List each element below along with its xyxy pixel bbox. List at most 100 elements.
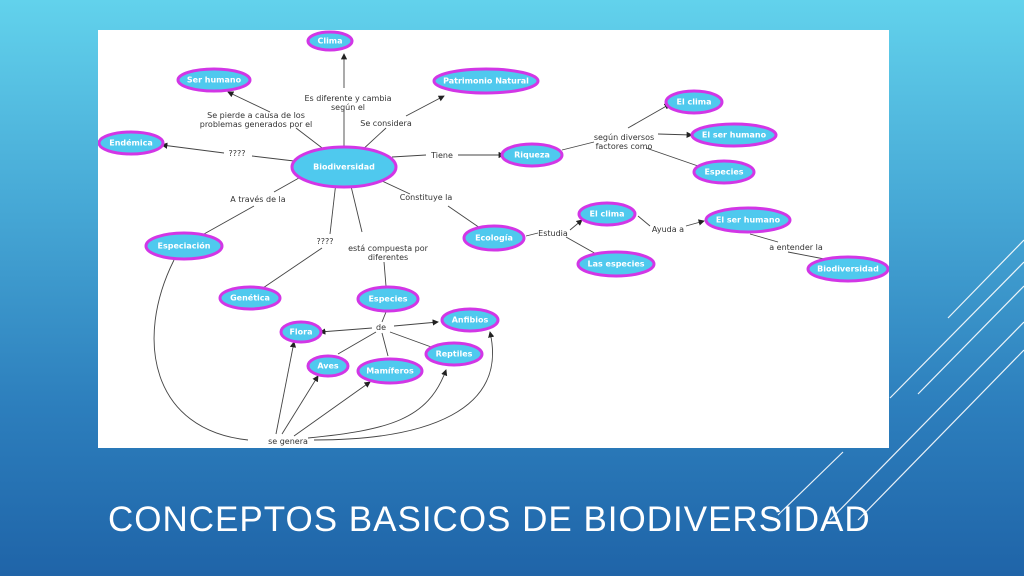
edge-especiacion-segenera <box>153 259 249 441</box>
edge-segun-elserhumano <box>657 131 693 138</box>
svg-text:Biodiversidad: Biodiversidad <box>313 163 375 172</box>
label-se-considera: Se considera <box>360 119 412 128</box>
svg-text:El ser humano: El ser humano <box>716 216 781 225</box>
deco-line-2 <box>889 261 1024 399</box>
node-biodiversidad: Biodiversidad <box>290 145 398 189</box>
label-es-diferente-2: según el <box>331 103 365 112</box>
edge-segenera-anfibios <box>313 331 495 441</box>
edge-elserhumano-label-entender <box>749 233 779 243</box>
svg-text:Anfibios: Anfibios <box>452 316 489 325</box>
edge-elclima-label-ayuda <box>637 215 651 227</box>
edge-estudia-elclima <box>569 219 583 231</box>
node-anfibios: Anfibios <box>440 307 500 333</box>
node-biodiversidad-2: Biodiversidad <box>806 255 889 283</box>
label-ayuda: Ayuda a <box>652 225 684 234</box>
svg-text:Especiación: Especiación <box>158 241 211 251</box>
edge-label-especies <box>383 261 387 287</box>
svg-text:Aves: Aves <box>317 362 339 371</box>
edge-de-flora <box>319 327 373 335</box>
label-se-pierde-2: problemas generados por el <box>200 120 313 129</box>
node-mamiferos: Mamíferos <box>356 357 424 385</box>
node-endemica: Endémica <box>98 130 165 156</box>
slide-title: CONCEPTOS BASICOS DE BIODIVERSIDAD <box>108 500 871 539</box>
label-se-genera: se genera <box>268 437 308 446</box>
edge-ecologia-label-estudia <box>525 232 539 237</box>
node-especies: Especies <box>356 285 420 313</box>
edge-riqueza-label-segun <box>561 141 595 151</box>
svg-text:Ecología: Ecología <box>475 234 513 243</box>
node-las-especies: Las especies <box>576 250 656 278</box>
node-aves: Aves <box>306 354 350 378</box>
concept-map: Es diferente y cambia según el Se pierde… <box>98 30 889 446</box>
nodes: Clima Ser humano Patrimonio Natural Endé… <box>98 30 889 385</box>
deco-line-4 <box>829 321 1024 521</box>
edge-labels: Es diferente y cambia según el Se pierde… <box>200 94 823 446</box>
concept-map-panel: Es diferente y cambia según el Se pierde… <box>98 30 889 448</box>
edge-label-ecologia <box>447 205 481 229</box>
deco-line-6 <box>777 451 844 516</box>
edge-de-mamiferos <box>381 332 389 357</box>
label-a-traves: A través de la <box>230 194 285 204</box>
node-flora: Flora <box>279 320 323 344</box>
edge-segenera-flora <box>275 341 297 435</box>
svg-text:Clima: Clima <box>317 37 342 46</box>
svg-text:Genética: Genética <box>230 293 270 303</box>
edge-estudia-lasespecies <box>565 236 599 256</box>
node-el-clima-2: El clima <box>577 201 637 227</box>
svg-text:Especies: Especies <box>704 168 743 177</box>
svg-text:Las especies: Las especies <box>587 260 644 269</box>
deco-line-3 <box>917 285 1024 395</box>
edge-de-aves <box>337 331 377 355</box>
edge-segenera-reptiles <box>307 369 448 439</box>
edge-biodiversidad-label-constituye <box>379 179 411 195</box>
label-compuesta-2: diferentes <box>368 253 408 262</box>
svg-text:Biodiversidad: Biodiversidad <box>817 265 879 274</box>
label-q-endemica: ???? <box>229 149 246 158</box>
connector-lines <box>153 53 841 441</box>
node-clima-top: Clima <box>306 30 354 52</box>
label-segun-2: factores como <box>596 142 653 151</box>
deco-line-1 <box>947 239 1024 319</box>
label-de: de <box>376 323 386 332</box>
svg-text:Ser humano: Ser humano <box>187 76 242 85</box>
edge-label-patrimonio <box>405 95 445 117</box>
edge-label-endemica <box>161 142 225 154</box>
deco-line-5 <box>857 349 1024 521</box>
edge-label-genetica <box>259 247 323 291</box>
edge-biodiversidad-label-tiene <box>391 154 427 158</box>
svg-text:Endémica: Endémica <box>109 138 153 148</box>
svg-text:Riqueza: Riqueza <box>514 151 550 160</box>
edge-segenera-mamiferos <box>293 381 371 437</box>
label-se-pierde-1: Se pierde a causa de los <box>207 111 305 120</box>
edge-biodiversidad-label-compuesta <box>349 181 363 233</box>
label-compuesta-1: está compuesta por <box>348 244 429 253</box>
label-estudia: Estudia <box>538 229 568 238</box>
label-segun-1: según diversos <box>594 133 654 142</box>
svg-text:Reptiles: Reptiles <box>436 350 473 359</box>
node-patrimonio-natural: Patrimonio Natural <box>432 67 540 95</box>
svg-text:El clima: El clima <box>590 210 625 219</box>
edge-de-anfibios <box>393 319 439 327</box>
svg-text:Mamíferos: Mamíferos <box>366 367 414 376</box>
svg-text:El clima: El clima <box>677 98 712 107</box>
node-el-ser-humano-1: El ser humano <box>690 122 778 148</box>
edge-de-reptiles <box>389 331 435 349</box>
label-q-genetica: ???? <box>317 237 334 246</box>
svg-text:Especies: Especies <box>368 295 407 304</box>
label-es-diferente-1: Es diferente y cambia <box>304 94 391 103</box>
svg-text:Patrimonio Natural: Patrimonio Natural <box>443 77 529 86</box>
node-especiacion: Especiación <box>144 231 224 261</box>
label-entender: a entender la <box>769 243 823 252</box>
svg-text:Flora: Flora <box>289 328 312 337</box>
edge-biodiversidad-label-endemica <box>251 155 295 162</box>
edge-segun-elclima <box>627 103 671 129</box>
node-genetica: Genética <box>218 285 282 311</box>
edge-label-especiacion <box>203 205 255 235</box>
edge-segun-especies <box>645 147 699 167</box>
svg-text:El ser humano: El ser humano <box>702 131 767 140</box>
label-constituye: Constituye la <box>400 193 453 202</box>
node-ecologia: Ecología <box>462 224 526 252</box>
node-especies-right: Especies <box>692 159 756 185</box>
